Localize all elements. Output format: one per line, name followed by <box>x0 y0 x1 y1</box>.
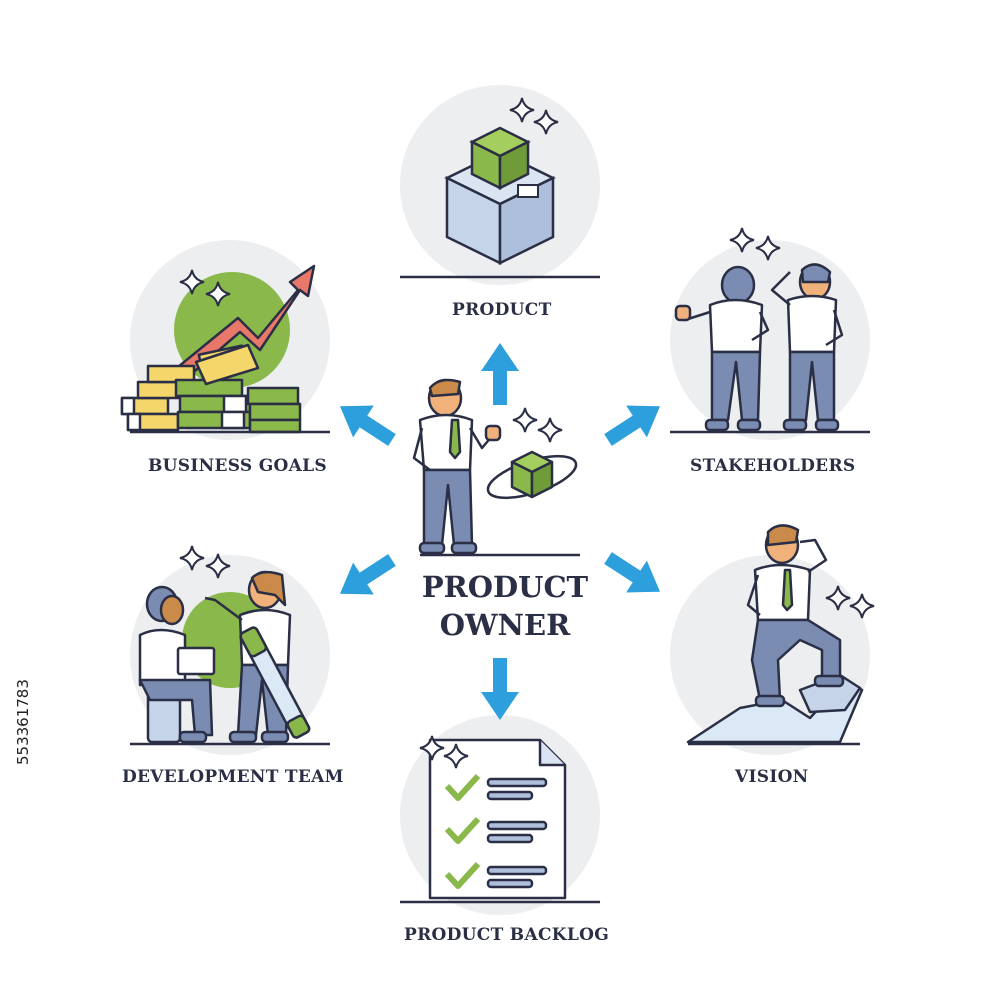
label-product: PRODUCT <box>452 300 552 320</box>
stakeholders-icon <box>674 263 844 432</box>
label-stakeholders: STAKEHOLDERS <box>690 456 856 476</box>
arrow-to-product <box>481 343 519 405</box>
arrow-to-backlog <box>481 658 519 720</box>
label-development-team: DEVELOPMENT TEAM <box>122 767 344 787</box>
development-team-icon <box>138 570 311 744</box>
center-title-line1: PRODUCT <box>421 570 589 604</box>
arrow-to-business <box>329 390 403 456</box>
label-vision: VISION <box>735 767 809 787</box>
arrow-to-stakeholders <box>597 390 671 456</box>
product-owner-figure-icon <box>412 378 578 555</box>
product-box-icon <box>400 97 600 279</box>
stakeholders-circle <box>670 240 870 440</box>
center-title-line2: OWNER <box>439 608 571 642</box>
backlog-document-icon <box>428 738 567 900</box>
business-goals-icon <box>120 264 316 434</box>
vision-climber-icon <box>686 524 864 744</box>
stock-id: 553361783 <box>14 679 32 765</box>
label-product-backlog: PRODUCT BACKLOG <box>404 925 610 945</box>
center-title: PRODUCT OWNER <box>385 568 625 644</box>
label-business-goals: BUSINESS GOALS <box>148 456 327 476</box>
